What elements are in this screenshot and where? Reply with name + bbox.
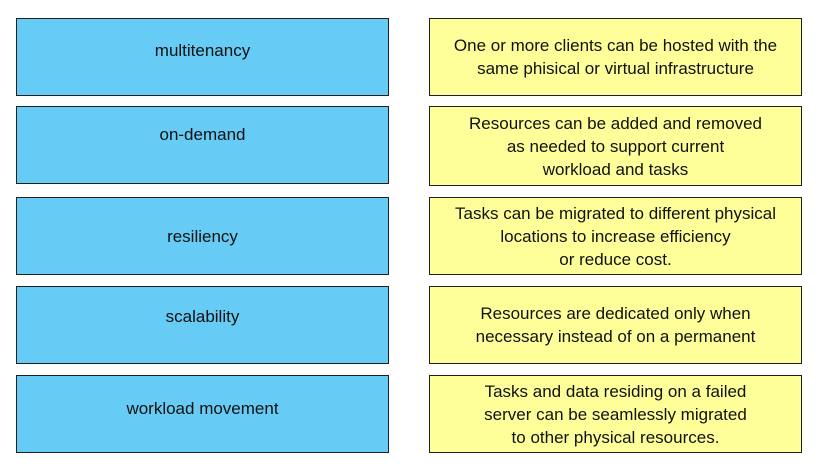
term-box-on-demand[interactable]: on-demand — [16, 106, 389, 184]
definition-text: Resources can be added and removed as ne… — [469, 113, 762, 179]
term-box-scalability[interactable]: scalability — [16, 286, 389, 364]
term-label: on-demand — [159, 125, 246, 144]
term-box-resiliency[interactable]: resiliency — [16, 197, 389, 275]
term-label: workload movement — [126, 399, 279, 418]
definition-box-2[interactable]: Resources can be added and removed as ne… — [429, 106, 802, 186]
term-label: multitenancy — [154, 41, 251, 60]
term-box-workload-movement[interactable]: workload movement — [16, 375, 389, 453]
definition-text: Resources are dedicated only when necess… — [475, 304, 756, 346]
definition-box-4[interactable]: Resources are dedicated only when necess… — [429, 286, 802, 364]
definition-box-3[interactable]: Tasks can be migrated to different physi… — [429, 197, 802, 275]
term-label: resiliency — [167, 227, 238, 246]
definition-text: Tasks can be migrated to different physi… — [455, 203, 776, 269]
definition-text: One or more clients can be hosted with t… — [453, 36, 778, 78]
term-box-multitenancy[interactable]: multitenancy — [16, 18, 389, 96]
definition-box-1[interactable]: One or more clients can be hosted with t… — [429, 18, 802, 96]
definition-text: Tasks and data residing on a failed serv… — [484, 381, 747, 447]
definition-box-5[interactable]: Tasks and data residing on a failed serv… — [429, 375, 802, 453]
term-label: scalability — [165, 307, 240, 326]
